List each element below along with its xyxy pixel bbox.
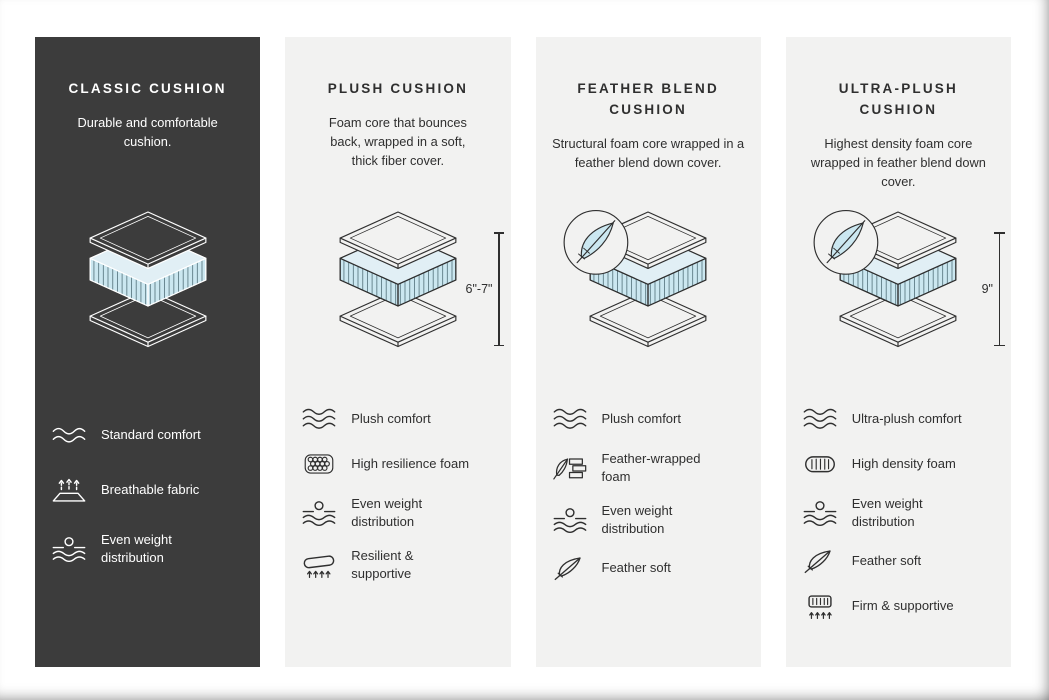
feature-label: Ultra-plush comfort	[851, 411, 962, 427]
height-label: 9"	[981, 282, 993, 296]
card-title: PLUSH CUSHION	[327, 81, 469, 96]
card-header: CLASSIC CUSHION Durable and comfortable …	[50, 37, 245, 169]
feature-label: Standard comfort	[101, 427, 201, 443]
card-header: PLUSH CUSHION Foam core that bounces bac…	[300, 37, 495, 169]
feature-list: Standard comfort Breathable fabric Even …	[50, 421, 245, 566]
feature-row: Even weight distribution	[801, 495, 996, 530]
waves-icon	[300, 405, 338, 433]
layered-cushion-illustration	[89, 211, 207, 348]
feature-row: Feather soft	[551, 554, 746, 582]
feature-row: High resilience foam	[300, 450, 495, 478]
even-weight-icon	[300, 499, 338, 527]
feature-label: Breathable fabric	[101, 482, 200, 498]
feature-label: Even weight distribution	[851, 496, 923, 529]
feature-label: Plush comfort	[601, 411, 681, 427]
foam-bubbles-icon	[300, 450, 338, 478]
card-title: FEATHER BLEND CUSHION	[577, 81, 719, 117]
feature-label: Feather soft	[851, 553, 922, 569]
card-title: CLASSIC CUSHION	[68, 81, 227, 96]
feather-icon	[551, 554, 589, 582]
card-header: FEATHER BLEND CUSHION Structural foam co…	[551, 37, 746, 171]
waves-icon	[801, 405, 839, 433]
feature-row: Plush comfort	[551, 405, 746, 433]
feature-row: Ultra-plush comfort	[801, 405, 996, 433]
card-plush-cushion: PLUSH CUSHION Foam core that bounces bac…	[285, 37, 511, 667]
card-header: ULTRA-PLUSH CUSHION Highest density foam…	[801, 37, 996, 189]
even-weight-icon	[551, 506, 589, 534]
feature-label: Resilient & supportive	[351, 548, 414, 581]
density-foam-icon	[801, 450, 839, 478]
card-description: Foam core that bounces back, wrapped in …	[328, 114, 467, 169]
feature-label: Even weight distribution	[351, 496, 423, 529]
card-description: Highest density foam core wrapped in fea…	[810, 135, 986, 190]
feature-list: Plush comfort High resilience foam Even …	[300, 405, 495, 582]
card-title: ULTRA-PLUSH CUSHION	[838, 81, 958, 117]
feature-row: Even weight distribution	[50, 531, 245, 566]
feature-row: Plush comfort	[300, 405, 495, 433]
feature-label: High resilience foam	[351, 456, 470, 472]
cushion-diagram	[50, 169, 245, 391]
card-description: Structural foam core wrapped in a feathe…	[552, 135, 745, 171]
feature-row: Feather soft	[801, 547, 996, 575]
feature-label: Feather soft	[601, 560, 671, 576]
feather-foam-icon	[551, 454, 589, 482]
waves-icon	[50, 421, 88, 449]
feature-row: Firm & supportive	[801, 592, 996, 620]
height-measure: 6"-7"	[466, 232, 503, 346]
feature-row: Standard comfort	[50, 421, 245, 449]
feather-badge-icon	[813, 210, 879, 275]
feature-row: Resilient & supportive	[300, 547, 495, 582]
card-classic-cushion: CLASSIC CUSHION Durable and comfortable …	[35, 37, 261, 667]
waves-icon	[551, 405, 589, 433]
feature-list: Plush comfort Feather-wrapped foam Even …	[551, 405, 746, 582]
card-ultra-plush-cushion: ULTRA-PLUSH CUSHION Highest density foam…	[785, 37, 1011, 667]
feather-icon	[801, 547, 839, 575]
feature-list: Ultra-plush comfort High density foam Ev…	[801, 405, 996, 620]
feature-row: Feather-wrapped foam	[551, 450, 746, 485]
layered-cushion-illustration	[563, 210, 707, 348]
card-feather-blend-cushion: FEATHER BLEND CUSHION Structural foam co…	[535, 37, 761, 667]
feature-label: High density foam	[851, 456, 956, 472]
feature-row: High density foam	[801, 450, 996, 478]
feather-badge-icon	[563, 210, 629, 275]
breathable-fabric-icon	[50, 476, 88, 504]
feature-row: Breathable fabric	[50, 476, 245, 504]
height-measure: 9"	[982, 232, 1003, 346]
feature-label: Plush comfort	[351, 411, 431, 427]
firm-icon	[801, 592, 839, 620]
feature-row: Even weight distribution	[300, 495, 495, 530]
cushion-diagram: 9"	[801, 169, 1003, 391]
feature-label: Feather-wrapped foam	[601, 451, 701, 484]
feature-label: Even weight distribution	[601, 503, 673, 536]
feature-row: Even weight distribution	[551, 502, 746, 537]
feature-label: Firm & supportive	[851, 598, 954, 614]
card-description: Durable and comfortable cushion.	[77, 114, 218, 150]
layered-cushion-illustration	[339, 211, 457, 348]
even-weight-icon	[50, 535, 88, 563]
cushion-diagram: 6"-7"	[300, 169, 503, 391]
resilient-icon	[300, 551, 338, 579]
layered-cushion-illustration	[813, 210, 957, 348]
feature-label: Even weight distribution	[101, 532, 172, 565]
height-label: 6"-7"	[465, 282, 493, 296]
cushion-diagram	[551, 169, 746, 391]
even-weight-icon	[801, 499, 839, 527]
